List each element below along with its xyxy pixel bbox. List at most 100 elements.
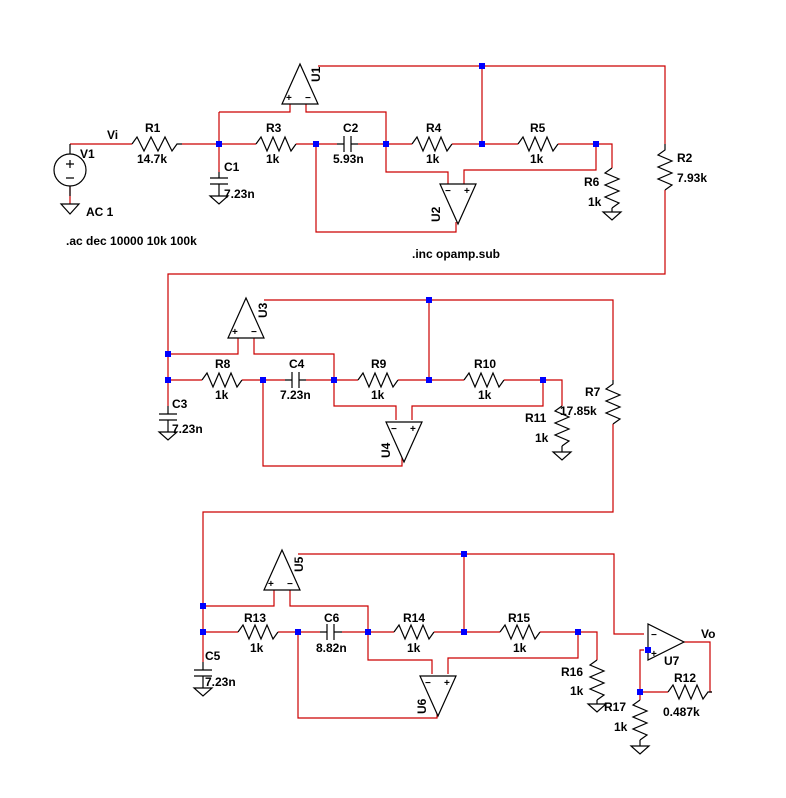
ground-symbols (59, 190, 651, 755)
r1-value-label: 14.7k (137, 152, 167, 166)
r7-value-label: 17.85k (560, 404, 597, 418)
resistor-r17 (631, 699, 649, 741)
wire (504, 379, 563, 406)
r17-value-label: 1k (614, 720, 628, 734)
inc-directive: .inc opamp.sub (412, 247, 500, 261)
opamp-u7: −+ (647, 623, 686, 661)
wire (298, 553, 644, 635)
capacitor-c2 (337, 136, 358, 152)
c6-name-label: C6 (324, 611, 340, 625)
wire (318, 65, 666, 144)
capacitor-c6 (320, 624, 342, 640)
r15-value-label: 1k (513, 641, 527, 655)
wire (639, 649, 668, 693)
voltage-source-v1[interactable] (53, 144, 87, 196)
r6-name-label: R6 (584, 175, 600, 189)
r9-value-label: 1k (371, 388, 385, 402)
wire (219, 104, 291, 113)
c4-name-label: C4 (289, 357, 305, 371)
capacitor-c1 (210, 172, 228, 190)
svg-text:−: − (391, 424, 397, 435)
resistor-r6 (603, 167, 621, 209)
r10-name-label: R10 (474, 357, 496, 371)
resistor-r9 (357, 371, 399, 389)
svg-text:−: − (445, 186, 451, 197)
resistor-r11 (553, 405, 571, 447)
wires (69, 65, 712, 719)
r15-name-label: R15 (508, 611, 530, 625)
r9-name-label: R9 (371, 357, 387, 371)
net-label-vo: Vo (701, 627, 715, 641)
r4-name-label: R4 (426, 121, 442, 135)
labels: Vi V1 AC 1 R1 14.7k C1 7.23n R3 1k C2 5.… (66, 66, 715, 734)
r1-name-label: R1 (145, 121, 161, 135)
resistor-r8 (201, 371, 243, 389)
r2-value-label: 7.93k (677, 171, 707, 185)
wire (167, 190, 666, 380)
u2-label: U2 (429, 206, 443, 222)
u4-label: U4 (379, 442, 393, 458)
r8-value-label: 1k (215, 388, 229, 402)
v1-value-label: AC 1 (86, 205, 114, 219)
u7-label: U7 (664, 654, 680, 668)
wire (385, 144, 449, 184)
wire (168, 338, 239, 355)
horizontal-resistors (131, 135, 712, 701)
r5-value-label: 1k (530, 152, 544, 166)
wire (202, 424, 614, 632)
r13-name-label: R13 (244, 611, 266, 625)
r3-name-label: R3 (266, 121, 282, 135)
wire (253, 338, 335, 380)
resistor-r13 (237, 623, 279, 641)
wire (203, 590, 275, 607)
c5-value-label: 7.23n (205, 675, 236, 689)
wire (411, 380, 544, 420)
r6-value-label: 1k (588, 195, 602, 209)
u5-label: U5 (292, 556, 306, 572)
r7-name-label: R7 (585, 385, 601, 399)
resistor-r5 (517, 135, 559, 153)
u1-label: U1 (309, 66, 323, 82)
capacitors (159, 136, 358, 682)
svg-text:−: − (251, 327, 257, 338)
r5-name-label: R5 (530, 121, 546, 135)
opamp-u5: +− (263, 548, 301, 591)
wire (264, 299, 614, 380)
r11-value-label: 1k (535, 431, 549, 445)
c3-name-label: C3 (172, 397, 188, 411)
c5-name-label: C5 (205, 649, 221, 663)
c2-name-label: C2 (343, 121, 359, 135)
wire (463, 144, 597, 184)
resistor-r2 (656, 144, 674, 191)
u3-label: U3 (256, 302, 270, 318)
r16-name-label: R16 (561, 665, 583, 679)
capacitor-c3 (159, 406, 177, 426)
r8-name-label: R8 (215, 357, 231, 371)
opamp-u4: −+ (385, 421, 423, 464)
resistor-r1 (131, 135, 182, 153)
resistor-r15 (499, 623, 541, 641)
wire (262, 380, 403, 467)
wire (289, 590, 369, 632)
wire (333, 380, 397, 420)
c1-value-label: 7.23n (224, 187, 255, 201)
c4-value-label: 7.23n (280, 388, 311, 402)
r11-name-label: R11 (525, 411, 547, 425)
u6-label: U6 (415, 698, 429, 714)
svg-text:+: + (286, 93, 292, 104)
r4-value-label: 1k (426, 152, 440, 166)
ac-directive: .ac dec 10000 10k 100k (66, 234, 197, 248)
junction-nodes (165, 63, 651, 695)
c2-value-label: 5.93n (333, 152, 364, 166)
c1-name-label: C1 (224, 160, 240, 174)
resistor-r7 (604, 380, 622, 425)
r13-value-label: 1k (250, 641, 264, 655)
capacitor-c5 (194, 662, 212, 682)
capacitor-c4 (285, 372, 306, 388)
svg-text:+: + (268, 579, 274, 590)
resistor-r10 (463, 371, 505, 389)
wire (315, 144, 457, 233)
wire (367, 632, 433, 674)
resistor-r4 (411, 135, 453, 153)
